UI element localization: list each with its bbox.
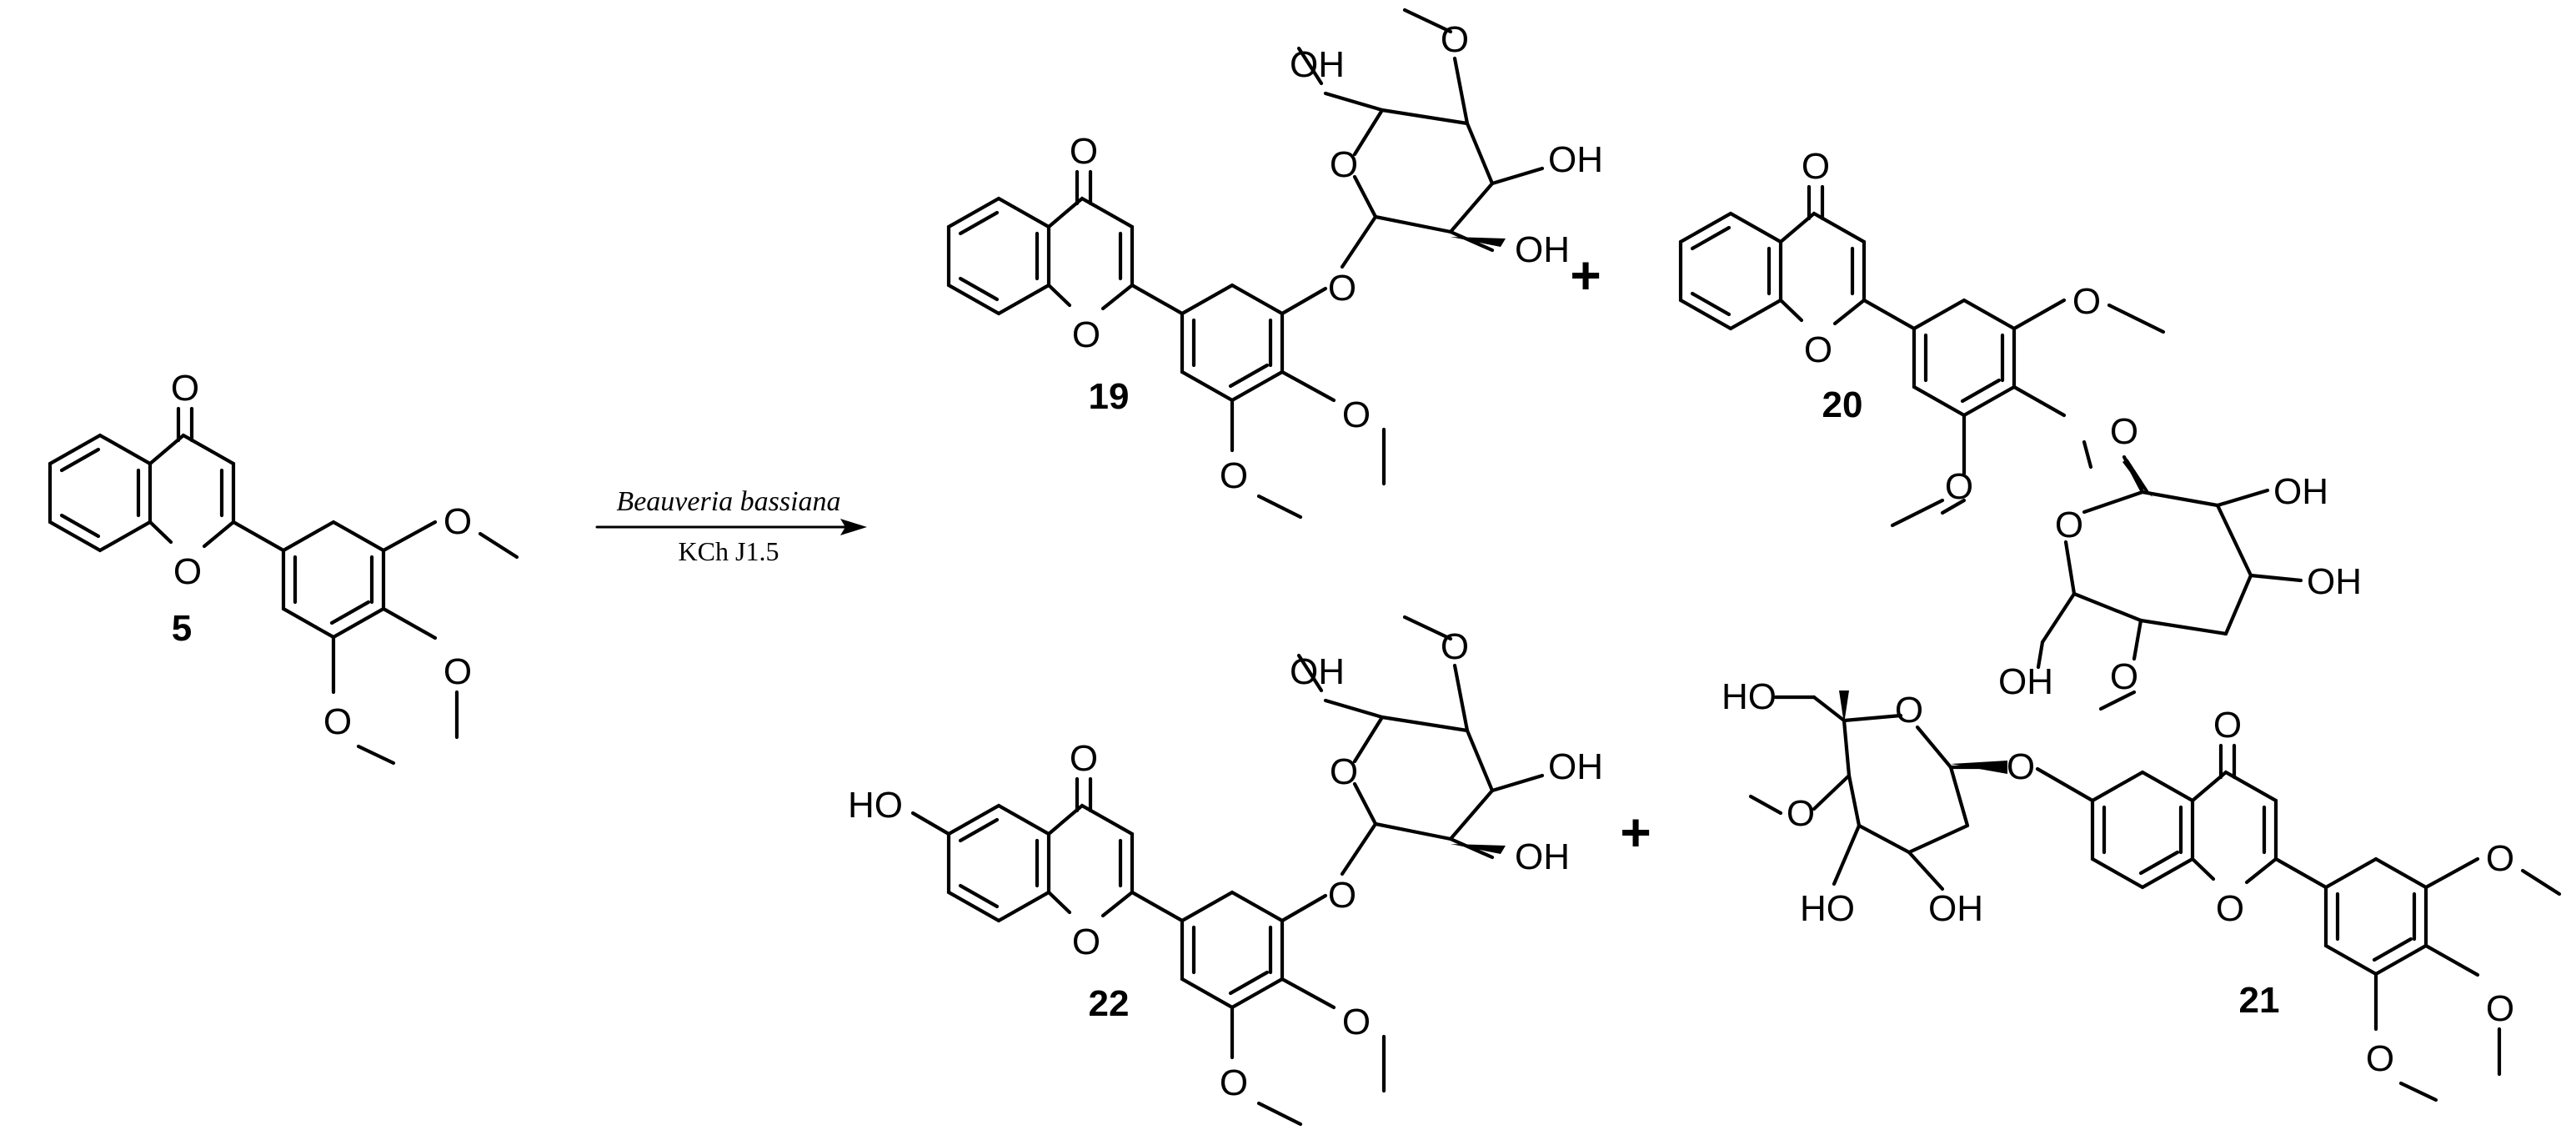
compound-20-structure: O O O O O O OH OH O OH xyxy=(1678,146,2362,711)
atom-label: O xyxy=(1342,394,1371,435)
atom-label: OH xyxy=(1928,888,1983,929)
plus-sign: + xyxy=(1570,245,1601,305)
atom-label: O xyxy=(2216,888,2244,929)
compound-label-22: 22 xyxy=(1089,983,1130,1024)
atom-label: HO xyxy=(1800,888,1855,929)
atom-label: O xyxy=(1441,626,1469,667)
atom-label: O xyxy=(1441,19,1469,60)
atom-label: OH xyxy=(1548,746,1603,787)
compound-5-structure: O O O O O xyxy=(48,368,519,766)
atom-label: O xyxy=(1895,690,1923,731)
atom-label: O xyxy=(1070,131,1098,172)
atom-label: HO xyxy=(848,785,903,826)
atom-label: O xyxy=(1342,1002,1371,1042)
atom-label: OH xyxy=(1290,651,1345,692)
atom-label: O xyxy=(2007,746,2035,787)
atom-label: HO xyxy=(1722,676,1777,717)
atom-label: OH xyxy=(2273,471,2328,512)
atom-label: OH xyxy=(1515,836,1570,877)
compound-label-5: 5 xyxy=(172,608,192,649)
compound-label-19: 19 xyxy=(1089,376,1130,417)
reaction-strain: KCh J1.5 xyxy=(679,536,779,566)
atom-label: O xyxy=(1220,1062,1248,1103)
atom-label: OH xyxy=(2307,561,2362,602)
compound-22-structure: HO O O O O O O OH O OH OH xyxy=(848,615,1603,1127)
atom-label: O xyxy=(444,651,472,692)
atom-label: O xyxy=(173,551,202,592)
atom-label: OH xyxy=(1290,44,1345,85)
atom-label: O xyxy=(1072,922,1100,962)
atom-label: O xyxy=(1072,314,1100,355)
compound-label-21: 21 xyxy=(2239,980,2280,1021)
atom-label: O xyxy=(1802,146,1830,187)
atom-label: O xyxy=(2055,505,2083,545)
atom-label: O xyxy=(1220,455,1248,496)
compound-label-20: 20 xyxy=(1822,384,1863,425)
atom-label: O xyxy=(1787,793,1815,834)
atom-label: OH xyxy=(1998,661,2053,702)
reaction-arrow xyxy=(595,519,867,535)
plus-sign: + xyxy=(1620,802,1651,862)
atom-label: O xyxy=(1328,268,1356,309)
atom-label: O xyxy=(444,501,472,542)
atom-label: O xyxy=(171,368,199,409)
atom-label: O xyxy=(323,701,352,742)
reaction-organism: Beauveria bassiana xyxy=(616,486,840,517)
atom-label: O xyxy=(2072,281,2101,322)
atom-label: O xyxy=(1330,144,1358,185)
compound-21-structure: HO O O HO OH O O O O O O xyxy=(1722,676,2562,1102)
atom-label: O xyxy=(1945,466,1973,507)
atom-label: O xyxy=(2110,656,2138,697)
atom-label: O xyxy=(2486,838,2514,879)
atom-label: O xyxy=(1330,751,1358,792)
atom-label: O xyxy=(2366,1038,2394,1079)
atom-label: OH xyxy=(1515,229,1570,270)
atom-label: O xyxy=(1804,329,1832,370)
atom-label: O xyxy=(1328,875,1356,916)
compound-19-structure: O O O O O O OH O OH OH xyxy=(946,8,1603,520)
atom-label: O xyxy=(2213,705,2242,746)
atom-label: O xyxy=(2110,411,2138,452)
atom-label: OH xyxy=(1548,139,1603,180)
atom-label: O xyxy=(1070,738,1098,779)
atom-label: O xyxy=(2486,988,2514,1029)
